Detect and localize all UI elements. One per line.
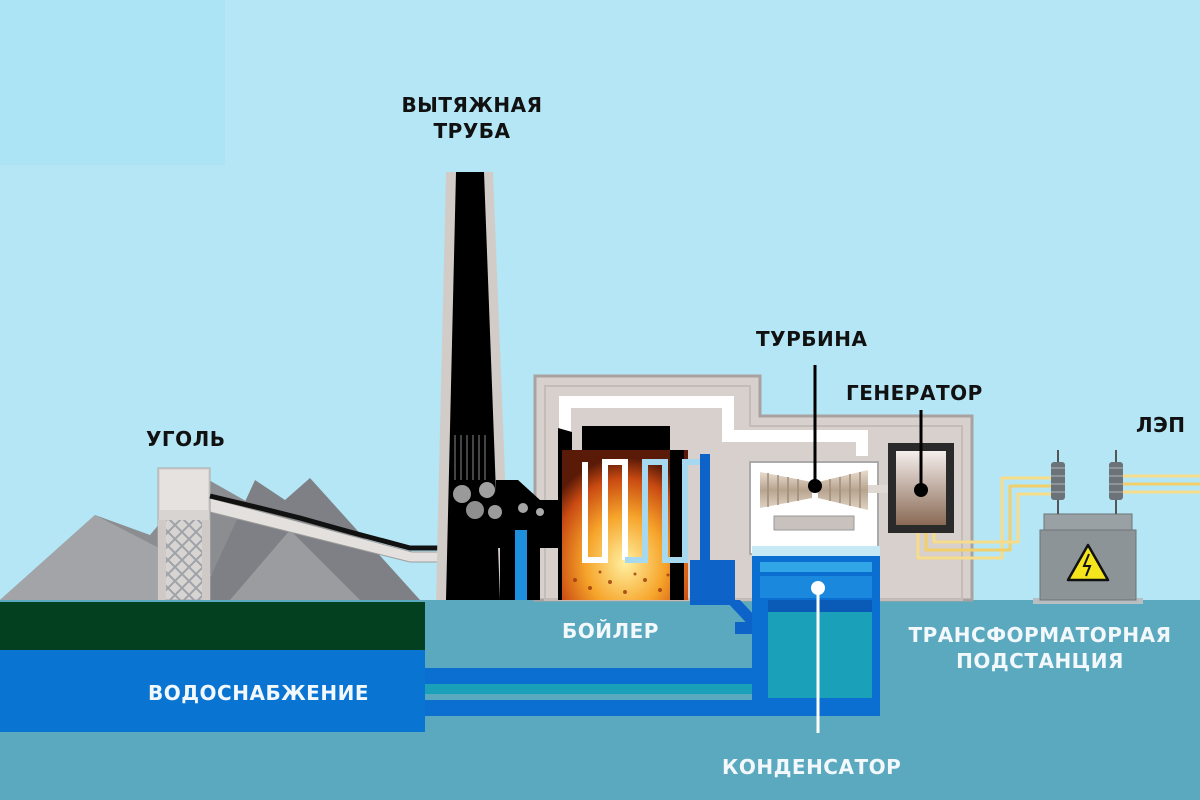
insulator-left	[1051, 450, 1065, 514]
boiler	[558, 426, 700, 600]
chimney	[436, 172, 560, 600]
substation-label-line2: ПОДСТАНЦИЯ	[956, 649, 1124, 673]
boiler-label: БОЙЛЕР	[562, 619, 659, 643]
pointer-lines	[808, 365, 928, 733]
transformer-substation	[1033, 450, 1143, 604]
substation-label: ТРАНСФОРМАТОРНАЯ ПОДСТАНЦИЯ	[884, 622, 1196, 674]
condenser-label: КОНДЕНСАТОР	[722, 755, 902, 779]
chimney-label-line1: ВЫТЯЖНАЯ	[401, 93, 543, 117]
turbine-label: ТУРБИНА	[756, 327, 868, 351]
generator-label: ГЕНЕРАТОР	[846, 381, 983, 405]
coal-tower	[157, 467, 211, 601]
high-voltage-warning-icon	[1066, 543, 1110, 582]
dark-ground	[0, 602, 425, 650]
chimney-label: ВЫТЯЖНАЯ ТРУБА	[378, 92, 566, 144]
power-line-label: ЛЭП	[1136, 413, 1186, 437]
coal-label: УГОЛЬ	[146, 427, 226, 451]
sky-panel	[0, 0, 225, 165]
condenser	[752, 546, 880, 716]
substation-label-line1: ТРАНСФОРМАТОРНАЯ	[908, 623, 1172, 647]
water-supply-label: ВОДОСНАБЖЕНИЕ	[148, 681, 369, 705]
insulator-right	[1109, 450, 1123, 514]
power-cables	[916, 474, 1200, 560]
feed-pipe	[515, 530, 527, 600]
chimney-label-line2: ТРУБА	[433, 119, 511, 143]
water-supply-channel	[0, 650, 425, 732]
turbine	[760, 470, 888, 510]
